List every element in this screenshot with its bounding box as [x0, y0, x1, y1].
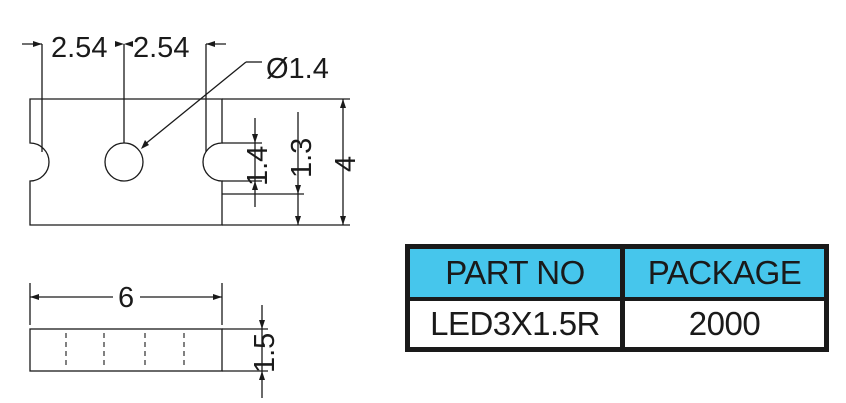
header-package: PACKAGE	[625, 249, 824, 297]
package-value: 2000	[625, 301, 824, 347]
thickness-label: 1.5	[249, 333, 281, 373]
diameter-leader	[143, 61, 247, 146]
side-view-outline	[29, 328, 223, 372]
notch-width-label: 1.4	[242, 146, 274, 186]
pitch-left-label: 2.54	[51, 32, 107, 64]
tape-outline	[29, 98, 223, 226]
sprocket-hole	[104, 142, 144, 182]
pitch-right-label: 2.54	[133, 32, 189, 64]
header-part-no: PART NO	[410, 249, 620, 297]
tape-width-label: 4	[330, 156, 362, 172]
hole-diameter-label: Ø1.4	[266, 53, 329, 85]
part-no-value: LED3X1.5R	[410, 301, 620, 347]
part-table: PART NO PACKAGE LED3X1.5R 2000	[405, 244, 829, 352]
segment-length-label: 6	[118, 282, 134, 314]
hole-offset-label: 1.3	[286, 138, 318, 178]
